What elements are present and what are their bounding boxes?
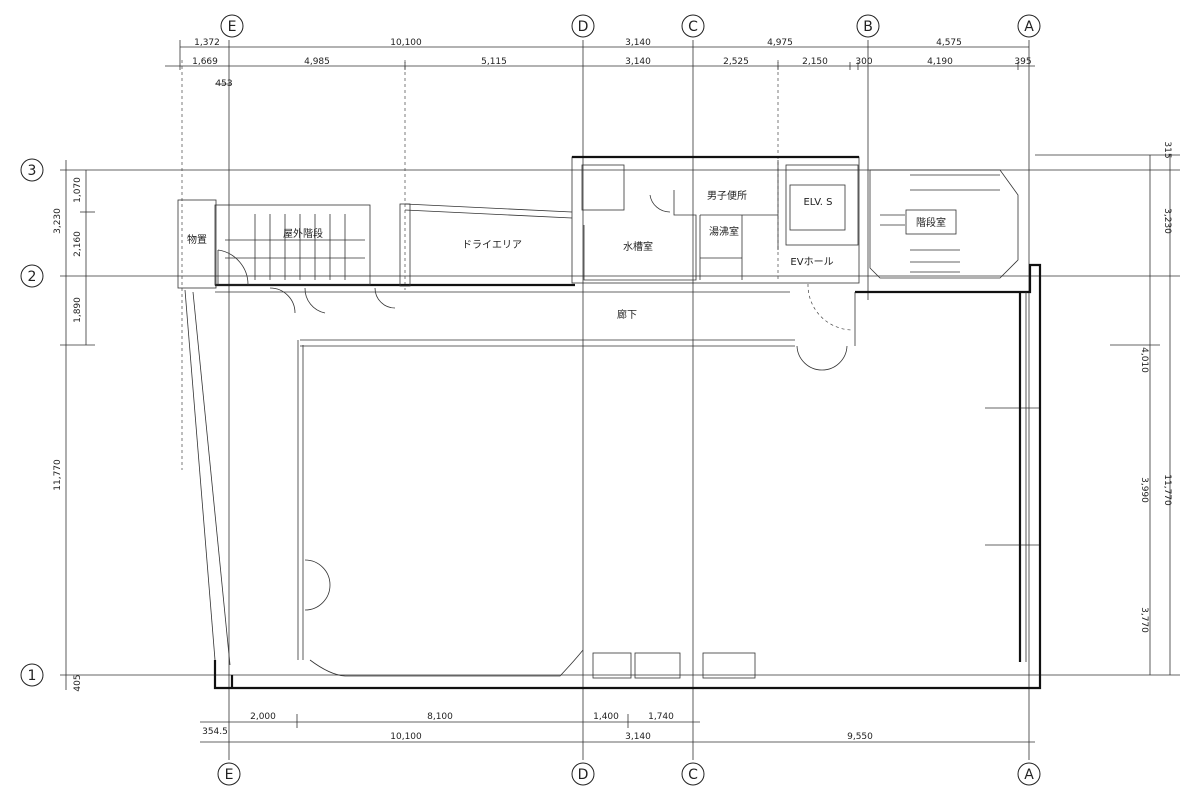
dim-top-7: 4,985: [304, 57, 330, 67]
dim-top-5: 4,575: [936, 38, 962, 48]
grid-bubbles-left: 3 2 1: [20, 158, 44, 687]
grid-label-top-e: E: [228, 19, 237, 35]
dim-bottom-5: 1,740: [648, 712, 674, 722]
dimension-texts-bottom: 354.5 2,000 8,100 1,400 1,740 10,100 3,1…: [202, 712, 873, 742]
dim-top-1: 1,372: [194, 38, 220, 48]
dim-right-6: 3,770: [1139, 607, 1149, 633]
room-label-outdoor-stair: 屋外階段: [283, 227, 323, 240]
grid-label-bottom-d: D: [578, 767, 589, 783]
dim-left-1: 3,230: [53, 208, 63, 234]
grid-lines: [60, 40, 1180, 760]
dim-left-4: 1,890: [73, 297, 83, 323]
dim-bottom-6: 10,100: [390, 732, 422, 742]
room-label-water-tank: 水槽室: [623, 240, 653, 253]
dimension-lines-right: [985, 154, 1180, 675]
dim-bottom-4: 1,400: [593, 712, 619, 722]
dim-left-3: 2,160: [73, 231, 83, 257]
grid-label-bottom-c: C: [688, 767, 698, 783]
dim-right-4: 3,990: [1139, 477, 1149, 503]
grid-label-bottom-e: E: [225, 767, 234, 783]
grid-label-left-3: 3: [28, 163, 37, 179]
building-walls: [177, 155, 1042, 690]
grid-label-left-2: 2: [28, 269, 37, 285]
dim-top-12: 300: [855, 57, 872, 67]
dimension-lines-left: [60, 160, 95, 690]
dim-top-15: 453: [215, 79, 232, 89]
dim-right-2: 3,230: [1162, 208, 1172, 234]
dimension-texts-left: 3,230 1,070 2,160 1,890 11,770 405: [53, 177, 83, 692]
grid-label-top-b: B: [863, 19, 873, 35]
grid-bubbles-top: E D C B A: [220, 14, 1041, 38]
stairs: [225, 174, 1000, 280]
grid-label-bottom-a: A: [1024, 767, 1034, 783]
dimension-lines-top: [165, 40, 1035, 85]
dim-top-4: 4,975: [767, 38, 793, 48]
dim-top-3: 3,140: [625, 38, 651, 48]
room-label-ev-hall: EVホール: [790, 256, 833, 268]
room-label-corridor: 廊下: [617, 308, 637, 321]
room-label-kitchenette: 湯沸室: [709, 225, 739, 238]
dim-top-11: 2,150: [802, 57, 828, 67]
dim-top-14: 395: [1014, 57, 1031, 67]
dim-bottom-1: 354.5: [202, 727, 228, 737]
dim-left-6: 405: [73, 674, 83, 691]
dim-top-2: 10,100: [390, 38, 422, 48]
room-label-dry-area: ドライエリア: [462, 239, 522, 251]
dimension-texts-top: 1,372 10,100 3,140 4,975 4,575 1,669 4,9…: [192, 38, 1031, 89]
grid-label-top-d: D: [578, 19, 589, 35]
dimension-lines-bottom: [200, 714, 1035, 743]
room-labels: 物置 屋外階段 ドライエリア 水槽室 男子便所 湯沸室 ELV. S 階段室 E…: [187, 189, 957, 321]
dimension-texts-right: 315 3,230 4,010 3,990 11,770 3,770: [1139, 141, 1172, 633]
doors: [217, 194, 854, 611]
dim-right-3: 4,010: [1139, 347, 1149, 373]
dim-bottom-3: 8,100: [427, 712, 453, 722]
dim-top-6: 1,669: [192, 57, 218, 67]
dim-bottom-8: 9,550: [847, 732, 873, 742]
dim-right-1: 315: [1162, 141, 1172, 158]
dim-top-13: 4,190: [927, 57, 953, 67]
dim-right-5: 11,770: [1162, 474, 1172, 506]
dim-top-8: 5,115: [481, 57, 507, 67]
room-label-mens-toilet: 男子便所: [707, 189, 747, 202]
dim-left-2: 1,070: [73, 177, 83, 203]
grid-bubbles-bottom: E D C A: [217, 762, 1041, 786]
dim-bottom-2: 2,000: [250, 712, 276, 722]
dim-left-5: 11,770: [53, 459, 63, 491]
grid-label-top-c: C: [688, 19, 698, 35]
grid-label-left-1: 1: [28, 668, 37, 684]
dim-bottom-7: 3,140: [625, 732, 651, 742]
dim-top-9: 3,140: [625, 57, 651, 67]
grid-label-top-a: A: [1024, 19, 1034, 35]
room-label-stair-room: 階段室: [916, 216, 946, 229]
dim-top-10: 2,525: [723, 57, 749, 67]
room-label-storage: 物置: [187, 233, 207, 246]
room-label-elevator: ELV. S: [803, 197, 832, 208]
